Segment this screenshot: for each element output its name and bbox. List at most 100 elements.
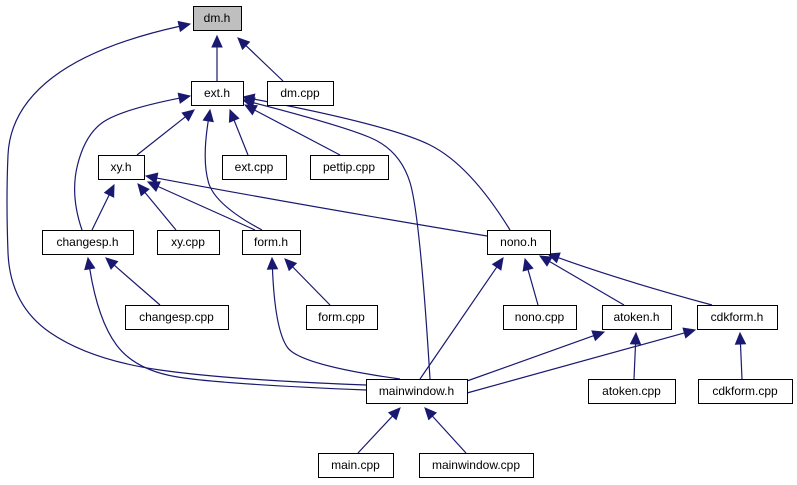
edge-line bbox=[204, 120, 263, 231]
node-label: ext.cpp bbox=[235, 160, 274, 174]
edge-main-cpp-to-mainwindow-h bbox=[357, 407, 401, 454]
node-atoken-h[interactable]: atoken.h bbox=[602, 305, 672, 330]
edge-arrowhead bbox=[144, 172, 159, 184]
edge-form-h-to-xy-h bbox=[146, 181, 256, 231]
edge-arrowhead bbox=[682, 327, 697, 339]
edge-arrowhead bbox=[84, 256, 96, 271]
node-dm-cpp[interactable]: dm.cpp bbox=[267, 81, 334, 106]
node-box bbox=[267, 81, 334, 106]
edge-mainwindow-h-to-form-h bbox=[266, 256, 401, 380]
node-pettip-cpp[interactable]: pettip.cpp bbox=[310, 155, 389, 180]
node-label: xy.cpp bbox=[171, 235, 205, 249]
edge-line bbox=[253, 102, 431, 380]
edge-arrowhead bbox=[181, 109, 195, 122]
node-label: changesp.cpp bbox=[139, 310, 214, 324]
node-main-cpp[interactable]: main.cpp bbox=[318, 453, 394, 478]
edge-arrowhead bbox=[491, 257, 504, 271]
node-box bbox=[318, 453, 394, 478]
node-xy-cpp[interactable]: xy.cpp bbox=[157, 230, 220, 255]
edge-arrowhead bbox=[424, 407, 438, 421]
edge-arrowhead bbox=[146, 181, 161, 192]
edge-line bbox=[292, 266, 331, 306]
node-box bbox=[698, 379, 793, 404]
edge-changesp-h-to-xy-h bbox=[91, 183, 115, 231]
node-mainwindow-h[interactable]: mainwindow.h bbox=[366, 379, 468, 404]
node-label: nono.cpp bbox=[515, 310, 565, 324]
edge-arrowhead bbox=[177, 20, 192, 33]
node-box bbox=[366, 379, 468, 404]
node-ext-h[interactable]: ext.h bbox=[191, 81, 244, 106]
edge-mainwindow-cpp-to-mainwindow-h bbox=[424, 407, 467, 454]
node-label: changesp.h bbox=[56, 235, 118, 249]
edge-arrowhead bbox=[538, 255, 553, 267]
edge-line bbox=[253, 98, 511, 231]
edge-arrowhead bbox=[629, 331, 642, 345]
node-cdkform-h[interactable]: cdkform.h bbox=[697, 305, 778, 330]
node-label: dm.h bbox=[204, 11, 231, 25]
edge-mainwindow-h-to-ext-h bbox=[241, 97, 431, 380]
node-label: dm.cpp bbox=[280, 86, 320, 100]
node-box bbox=[602, 305, 672, 330]
edge-line bbox=[74, 97, 180, 231]
node-ext-cpp[interactable]: ext.cpp bbox=[222, 155, 287, 180]
node-mainwindow-cpp[interactable]: mainwindow.cpp bbox=[419, 453, 534, 478]
edge-line bbox=[558, 257, 713, 306]
edge-line bbox=[233, 119, 249, 156]
node-box bbox=[222, 155, 287, 180]
edge-arrowhead bbox=[177, 92, 192, 104]
edge-line bbox=[357, 415, 393, 454]
node-box bbox=[487, 230, 551, 255]
node-atoken-cpp[interactable]: atoken.cpp bbox=[588, 379, 676, 404]
edge-arrowhead bbox=[284, 258, 298, 272]
node-label: mainwindow.cpp bbox=[432, 458, 520, 472]
edge-line bbox=[6, 25, 367, 386]
node-label: form.cpp bbox=[318, 310, 365, 324]
edge-mainwindow-h-to-cdkform-h bbox=[466, 327, 697, 394]
edge-nono-h-to-xy-h bbox=[144, 172, 488, 237]
edge-arrowhead bbox=[103, 183, 115, 198]
node-label: atoken.cpp bbox=[602, 384, 661, 398]
edge-line bbox=[89, 268, 367, 391]
edge-line bbox=[739, 343, 743, 380]
node-nono-h[interactable]: nono.h bbox=[487, 230, 551, 255]
edge-arrowhead bbox=[734, 331, 747, 345]
node-form-cpp[interactable]: form.cpp bbox=[306, 305, 378, 330]
node-nono-cpp[interactable]: nono.cpp bbox=[503, 305, 577, 330]
edge-arrowhead bbox=[591, 330, 606, 342]
node-box bbox=[697, 305, 778, 330]
node-box bbox=[98, 155, 145, 180]
edge-changesp-cpp-to-changesp-h bbox=[105, 257, 161, 306]
node-changesp-cpp[interactable]: changesp.cpp bbox=[125, 305, 229, 330]
node-box bbox=[588, 379, 676, 404]
node-box bbox=[191, 81, 244, 106]
node-label: form.h bbox=[254, 235, 288, 249]
edge-line bbox=[549, 261, 625, 306]
edge-nono-cpp-to-nono-h bbox=[522, 257, 539, 306]
edge-arrowhead bbox=[137, 183, 150, 197]
node-form-h[interactable]: form.h bbox=[242, 230, 301, 255]
edge-line bbox=[91, 194, 110, 231]
edge-xy-cpp-to-xy-h bbox=[137, 183, 177, 231]
edge-line bbox=[633, 343, 637, 380]
node-xy-h[interactable]: xy.h bbox=[98, 155, 145, 180]
node-dm-h[interactable]: dm.h bbox=[193, 6, 242, 31]
edge-atoken-h-to-nono-h bbox=[538, 255, 625, 306]
edge-arrowhead bbox=[522, 257, 534, 272]
node-label: nono.h bbox=[500, 235, 537, 249]
edge-xy-h-to-ext-h bbox=[136, 109, 195, 156]
node-box bbox=[242, 230, 301, 255]
edge-changesp-h-to-ext-h bbox=[74, 92, 192, 231]
node-box bbox=[306, 305, 378, 330]
edge-atoken-cpp-to-atoken-h bbox=[629, 331, 642, 380]
node-changesp-h[interactable]: changesp.h bbox=[42, 230, 134, 255]
graph-edges bbox=[6, 20, 747, 454]
node-box bbox=[157, 230, 220, 255]
edge-line bbox=[157, 185, 256, 231]
edge-arrowhead bbox=[211, 34, 223, 48]
edge-line bbox=[144, 192, 177, 231]
edge-arrowhead bbox=[387, 407, 401, 421]
node-cdkform-cpp[interactable]: cdkform.cpp bbox=[698, 379, 793, 404]
edge-line bbox=[466, 332, 685, 394]
graph-nodes: dm.h ext.h dm.cpp xy.h ext.cpp pettip.cpp chan… bbox=[42, 6, 793, 478]
node-box bbox=[42, 230, 134, 255]
